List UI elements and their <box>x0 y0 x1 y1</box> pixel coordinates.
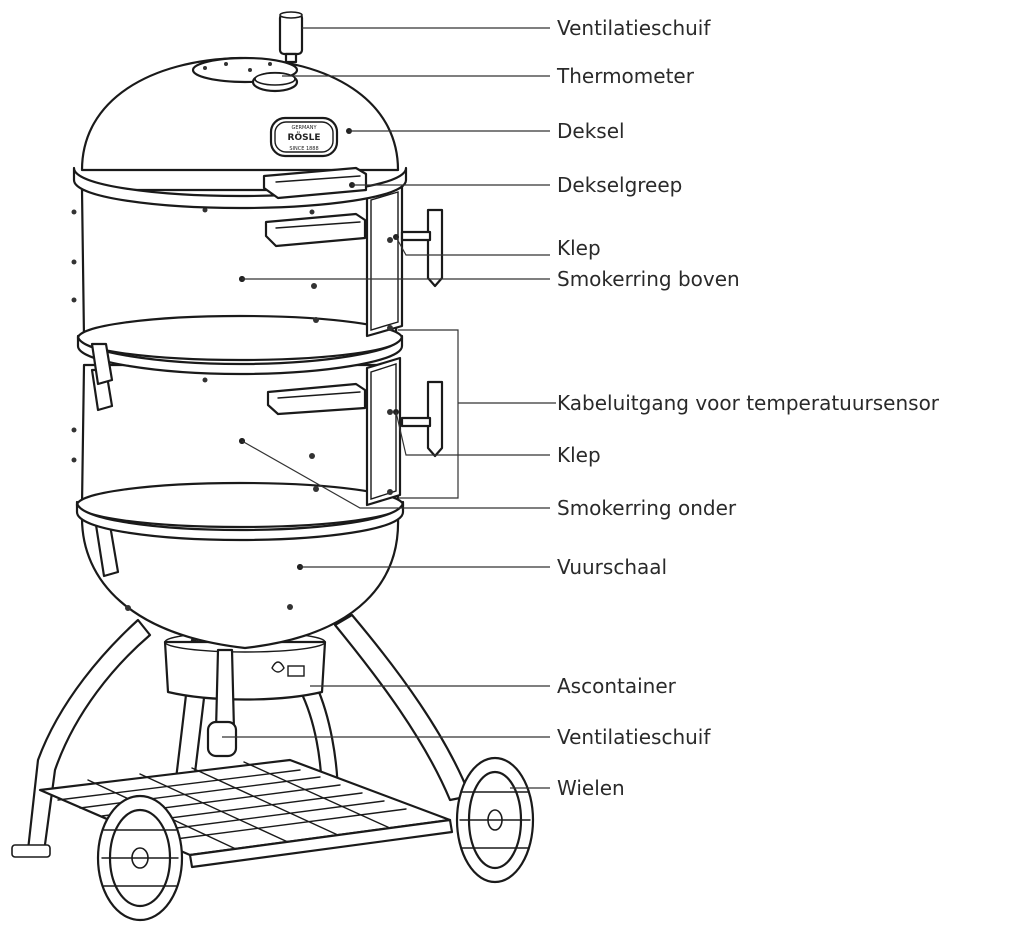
badge-line-3: SINCE 1888 <box>289 146 318 152</box>
lid: GERMANY RÖSLE SINCE 1888 <box>72 11 408 210</box>
smoker-ring-upper <box>71 184 444 386</box>
label-cable-exit: Kabeluitgang voor temperatuursensor <box>557 391 940 415</box>
label-lid: Deksel <box>557 119 625 143</box>
brand-badge: GERMANY RÖSLE SINCE 1888 <box>269 116 339 158</box>
wheel-right <box>455 756 535 884</box>
label-ash-container: Ascontainer <box>557 674 677 698</box>
label-vent-top: Ventilatieschuif <box>557 16 711 40</box>
label-door-upper: Klep <box>557 236 601 260</box>
label-fire-bowl: Vuurschaal <box>557 555 667 579</box>
label-door-lower: Klep <box>557 443 601 467</box>
label-ring-upper: Smokerring boven <box>557 267 740 291</box>
bottom-vent <box>206 648 238 758</box>
label-ring-lower: Smokerring onder <box>557 496 737 520</box>
smoker-ring-lower <box>71 356 444 542</box>
leader-lines <box>222 27 556 789</box>
badge-line-1: GERMANY <box>291 125 317 131</box>
wheel-left <box>96 794 184 922</box>
labels: Ventilatieschuif Thermometer Deksel Deks… <box>556 16 940 800</box>
label-vent-bottom: Ventilatieschuif <box>557 725 711 749</box>
badge-line-2: RÖSLE <box>288 132 321 143</box>
label-lid-handle: Dekselgreep <box>557 173 682 197</box>
label-wheels: Wielen <box>557 776 625 800</box>
label-thermometer: Thermometer <box>556 64 695 88</box>
